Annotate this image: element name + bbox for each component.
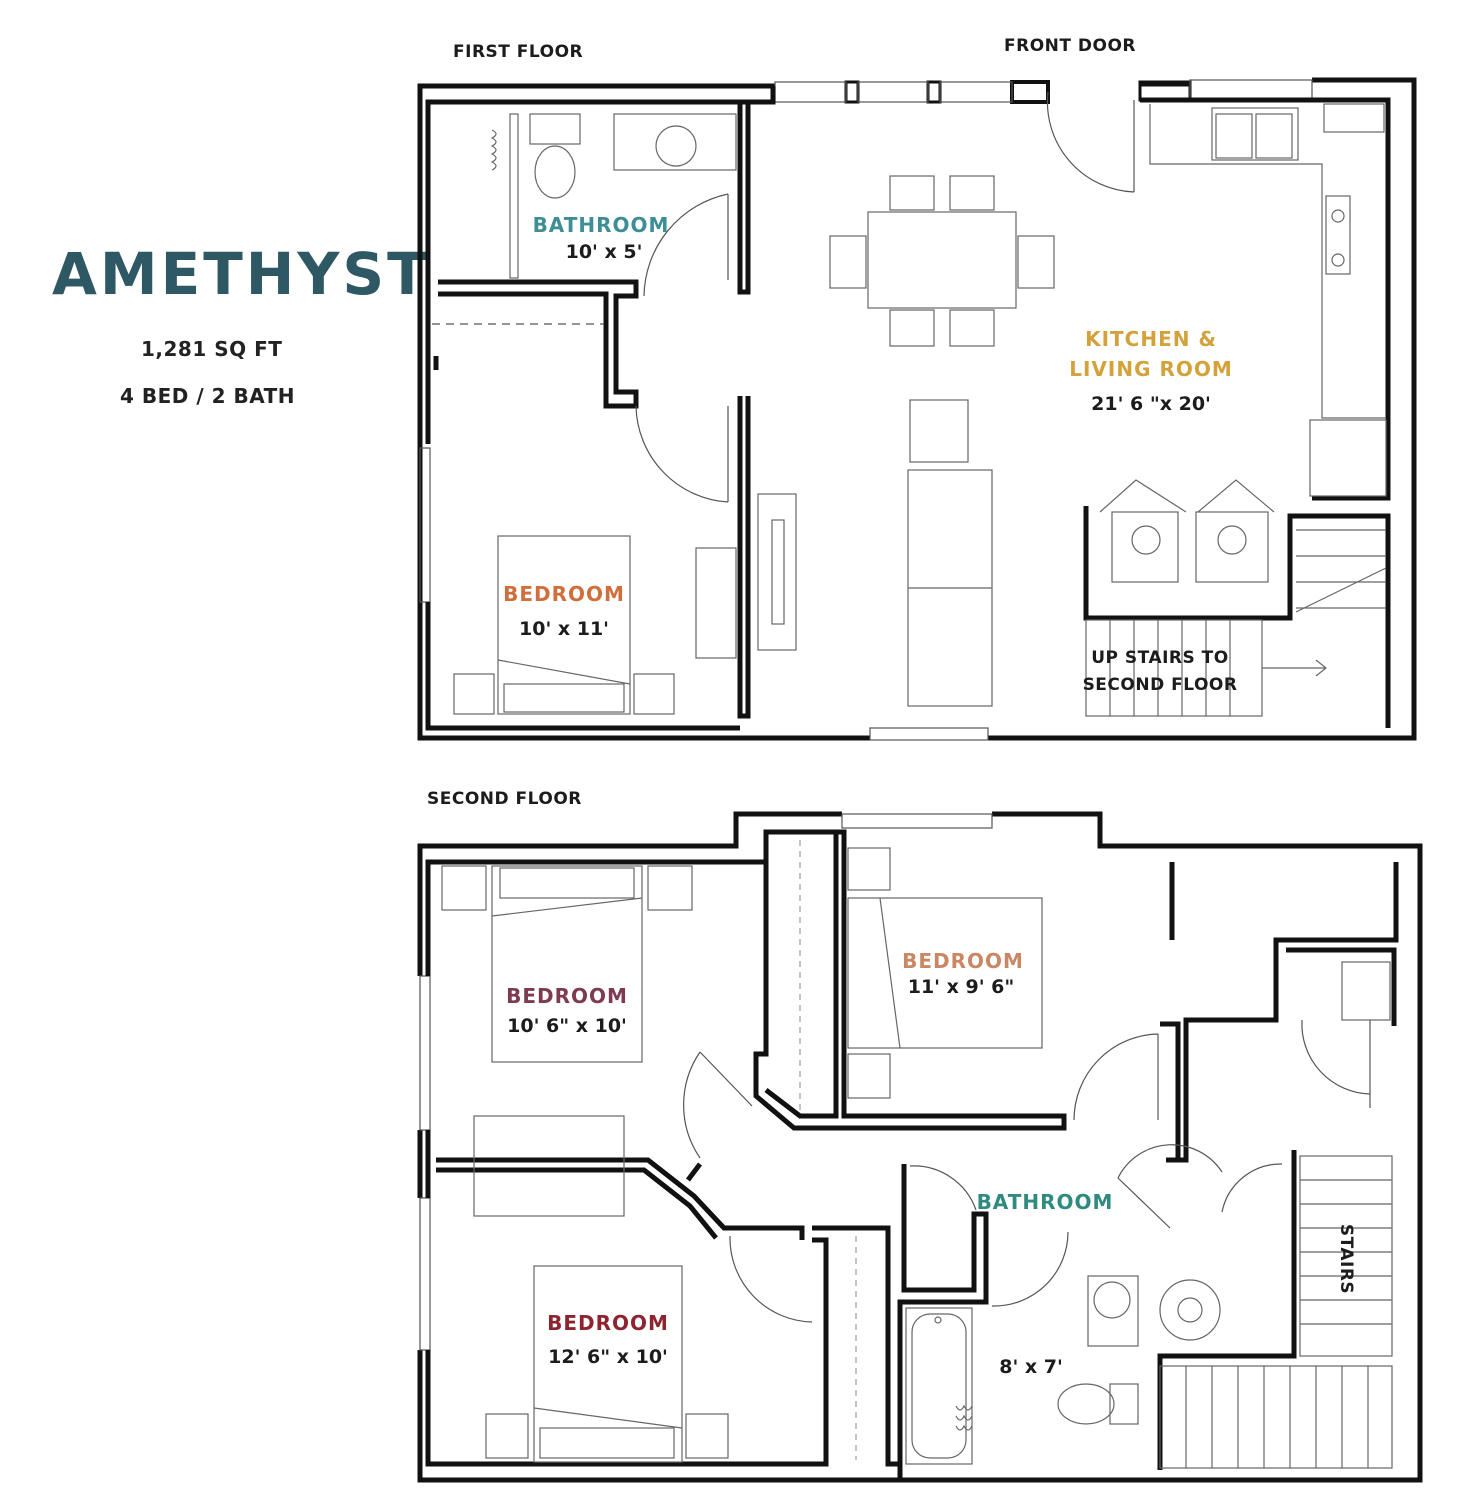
second-floor-label: SECOND FLOOR	[427, 789, 582, 809]
first-floor-bathroom-name: BATHROOM	[533, 213, 670, 237]
first-floor-windows	[419, 79, 1313, 741]
second-floor-interior-walls	[425, 829, 1399, 1478]
stairs-note-line2: SECOND FLOOR	[1083, 675, 1238, 695]
bedroom-bottom-left-name: BEDROOM	[547, 1311, 669, 1335]
second-floor-labels: BEDROOM 10' 6" x 10' BEDROOM 11' x 9' 6"…	[506, 949, 1356, 1378]
first-floor-doors	[432, 91, 1135, 503]
second-floor-bathroom-name: BATHROOM	[977, 1190, 1114, 1214]
bedroom-top-right-size: 11' x 9' 6"	[908, 976, 1015, 998]
laundry-appliances	[1099, 479, 1275, 583]
square-footage: 1,281 SQ FT	[141, 337, 283, 361]
second-floor-stairs	[1159, 1155, 1393, 1469]
bedroom-bottom-left-size: 12' 6" x 10'	[548, 1346, 668, 1368]
second-floor-doors	[683, 1019, 1371, 1323]
dining-table-set	[829, 175, 1055, 347]
kitchen-cabinets	[1149, 103, 1387, 497]
kitchen-living-name-line2: LIVING ROOM	[1069, 357, 1233, 381]
second-floor-windows	[419, 813, 993, 1351]
first-floor-interior-walls	[425, 86, 1391, 731]
bedroom-top-left-name: BEDROOM	[506, 984, 628, 1008]
bed-bath-count: 4 BED / 2 BATH	[120, 384, 296, 408]
second-floor-bathroom-fixtures	[905, 1275, 1221, 1465]
living-room-furniture	[757, 399, 993, 707]
first-floor-bedroom-name: BEDROOM	[503, 582, 625, 606]
bedroom-top-left-size: 10' 6" x 10'	[507, 1015, 627, 1037]
first-floor-plan: BATHROOM 10' x 5' KITCHEN & LIVING ROOM …	[417, 77, 1417, 741]
first-floor-bathroom-size: 10' x 5'	[566, 241, 643, 263]
kitchen-living-name-line1: KITCHEN &	[1085, 327, 1217, 351]
front-door-label: FRONT DOOR	[1004, 36, 1137, 56]
stairs-note-line1: UP STAIRS TO	[1091, 648, 1228, 668]
bedroom-top-right-name: BEDROOM	[902, 949, 1024, 973]
second-floor-plan: BEDROOM 10' 6" x 10' BEDROOM 11' x 9' 6"…	[417, 811, 1423, 1483]
bedroom-bottom-left-furniture	[485, 1265, 729, 1463]
second-floor-bathroom-size: 8' x 7'	[999, 1356, 1063, 1378]
first-floor-bathroom-fixtures	[490, 113, 737, 279]
first-floor-stairs	[1085, 529, 1387, 717]
first-floor-label: FIRST FLOOR	[453, 42, 584, 62]
kitchen-living-size: 21' 6 "x 20'	[1091, 393, 1211, 415]
second-floor-closets	[799, 840, 857, 1460]
first-floor-labels: BATHROOM 10' x 5' KITCHEN & LIVING ROOM …	[503, 213, 1237, 695]
second-floor-exterior-walls	[417, 811, 1423, 1483]
second-floor-stairs-label: STAIRS	[1336, 1224, 1356, 1294]
plan-title: AMETHYST	[52, 240, 430, 308]
bedroom-top-left-furniture	[441, 865, 693, 1217]
bedroom-top-right-furniture	[847, 847, 1391, 1099]
first-floor-bedroom-furniture	[453, 535, 737, 715]
first-floor-bedroom-size: 10' x 11'	[519, 618, 609, 640]
